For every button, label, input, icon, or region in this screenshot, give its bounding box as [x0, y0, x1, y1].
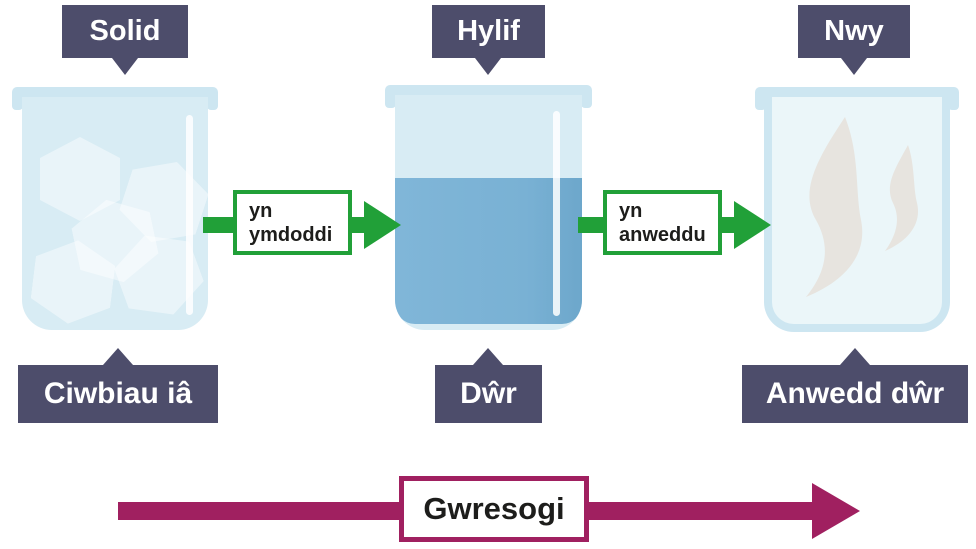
- state-tag-liquid-pointer: [475, 58, 501, 75]
- glass-highlight: [186, 115, 193, 315]
- evaporating-label-line1: yn: [619, 199, 643, 222]
- state-tag-gas-label: Nwy: [824, 15, 884, 47]
- substance-label-water-text: Dŵr: [460, 377, 517, 410]
- heating-label-text: Gwresogi: [423, 491, 565, 526]
- state-tag-liquid: Hylif: [432, 5, 545, 58]
- melting-arrow-shaft: [348, 217, 366, 233]
- substance-label-steam: Anwedd dŵr: [742, 365, 968, 423]
- beaker-solid-lip-left: [12, 95, 23, 110]
- steam-wisps-icon: [806, 117, 919, 297]
- evaporating-arrow-shaft: [718, 217, 736, 233]
- state-tag-solid-label: Solid: [89, 15, 161, 47]
- substance-label-steam-pointer: [840, 348, 870, 365]
- beaker-liquid-body: [395, 95, 582, 330]
- substance-label-ice-text: Ciwbiau iâ: [43, 377, 193, 410]
- glass-highlight: [553, 111, 560, 316]
- beaker-gas-rim: [755, 87, 959, 100]
- beaker-gas-body: [764, 97, 950, 332]
- evaporating-arrow-head-icon: [734, 201, 771, 249]
- state-tag-solid-pointer: [112, 58, 138, 75]
- substance-label-ice-pointer: [103, 348, 133, 365]
- state-tag-gas: Nwy: [798, 5, 910, 58]
- evaporating-label-line2: anweddu: [619, 223, 706, 246]
- beaker-solid-body: [22, 97, 208, 330]
- beaker-solid: [12, 87, 218, 330]
- melting-label-box: yn ymdoddi: [233, 190, 352, 255]
- substance-label-ice: Ciwbiau iâ: [18, 365, 218, 423]
- state-tag-liquid-label: Hylif: [457, 15, 520, 47]
- substance-label-steam-text: Anwedd dŵr: [765, 377, 945, 410]
- beaker-solid-lip-right: [207, 95, 218, 110]
- state-tag-solid: Solid: [62, 5, 188, 58]
- heating-label-box: Gwresogi: [399, 476, 589, 542]
- evaporating-label-box: yn anweddu: [603, 190, 722, 255]
- substance-label-water: Dŵr: [435, 365, 542, 423]
- beaker-solid-rim: [12, 87, 218, 100]
- beaker-gas: [755, 87, 959, 332]
- state-tag-gas-pointer: [841, 58, 867, 75]
- water-fill: [395, 178, 582, 324]
- melting-arrow-head-icon: [364, 201, 401, 249]
- melting-label-line2: ymdoddi: [249, 223, 333, 246]
- substance-label-water-pointer: [473, 348, 503, 365]
- evaporating-arrow-shaft: [578, 217, 605, 233]
- melting-label-line1: yn: [249, 199, 273, 222]
- beaker-gas-lip-right: [948, 95, 959, 110]
- beaker-liquid-lip-right: [581, 93, 592, 108]
- melting-arrow-shaft: [203, 217, 235, 233]
- beaker-gas-lip-left: [755, 95, 766, 110]
- heating-arrow-head-icon: [812, 483, 860, 539]
- beaker-liquid-rim: [385, 85, 592, 98]
- beaker-liquid: [385, 85, 592, 330]
- beaker-liquid-lip-left: [385, 93, 396, 108]
